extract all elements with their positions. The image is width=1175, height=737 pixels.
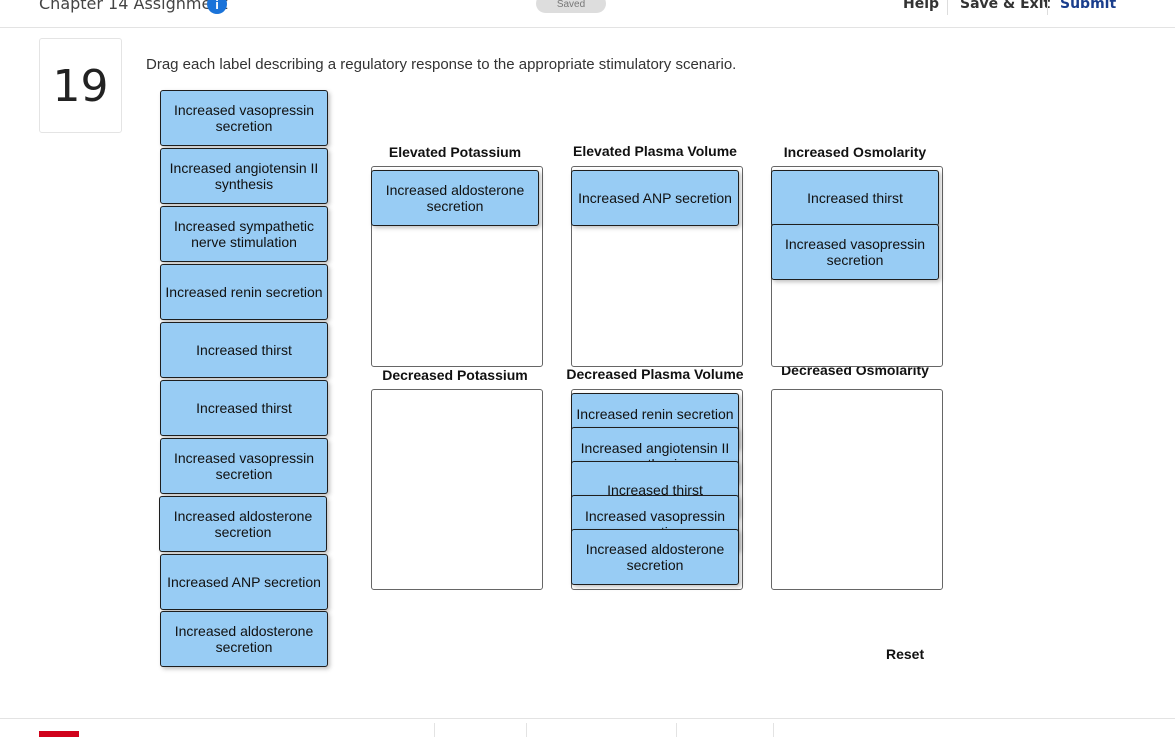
draggable-label[interactable]: Increased aldosterone secretion — [160, 611, 328, 667]
save-exit-button[interactable]: Save & Exit — [960, 0, 1051, 12]
placed-label[interactable]: Increased aldosterone secretion — [371, 170, 539, 226]
dropzone-title-increased-osmolarity: Increased Osmolarity — [783, 144, 927, 160]
divider — [947, 0, 948, 15]
dropzone-title-decreased-potassium: Decreased Potassium — [382, 367, 528, 383]
draggable-label[interactable]: Increased aldosterone secretion — [159, 496, 327, 552]
divider — [526, 723, 527, 737]
draggable-label[interactable]: Increased vasopressin secretion — [160, 90, 328, 146]
draggable-label[interactable]: Increased ANP secretion — [160, 554, 328, 610]
question-instruction: Drag each label describing a regulatory … — [146, 56, 737, 73]
draggable-label[interactable]: Increased thirst — [160, 380, 328, 436]
dropzone-decreased-osmolarity[interactable] — [771, 389, 943, 590]
placed-label[interactable]: Increased ANP secretion — [571, 170, 739, 226]
draggable-label[interactable]: Increased vasopressin secretion — [160, 438, 328, 494]
top-bar: Chapter 14 Assignment i Saved Help Save … — [0, 0, 1175, 28]
draggable-label[interactable]: Increased renin secretion — [160, 264, 328, 320]
draggable-label[interactable]: Increased thirst — [160, 322, 328, 378]
placed-label[interactable]: Increased aldosterone secretion — [571, 529, 739, 585]
divider — [773, 723, 774, 737]
dropzone-decreased-potassium[interactable] — [371, 389, 543, 590]
reset-button[interactable]: Reset — [886, 646, 925, 662]
dropzone-title-elevated-plasma-volume: Elevated Plasma Volume — [573, 143, 737, 159]
draggable-label[interactable]: Increased sympathetic nerve stimulation — [160, 206, 328, 262]
brand-logo — [39, 731, 79, 737]
placed-label[interactable]: Increased vasopressin secretion — [771, 224, 939, 280]
dropzone-title-decreased-plasma-volume: Decreased Plasma Volume — [566, 366, 744, 382]
assignment-title: Chapter 14 Assignment — [39, 0, 228, 13]
placed-label[interactable]: Increased thirst — [771, 170, 939, 226]
question-number: 19 — [52, 61, 109, 112]
submit-button[interactable]: Submit — [1060, 0, 1117, 12]
divider — [434, 723, 435, 737]
draggable-label[interactable]: Increased angiotensin II synthesis — [160, 148, 328, 204]
saved-status-badge: Saved — [536, 0, 606, 13]
question-number-box: 19 — [39, 38, 122, 133]
help-button[interactable]: Help — [903, 0, 940, 12]
info-icon[interactable]: i — [207, 0, 227, 14]
dropzone-title-elevated-potassium: Elevated Potassium — [388, 144, 522, 160]
divider — [676, 723, 677, 737]
footer — [0, 718, 1175, 737]
divider — [1047, 0, 1048, 15]
